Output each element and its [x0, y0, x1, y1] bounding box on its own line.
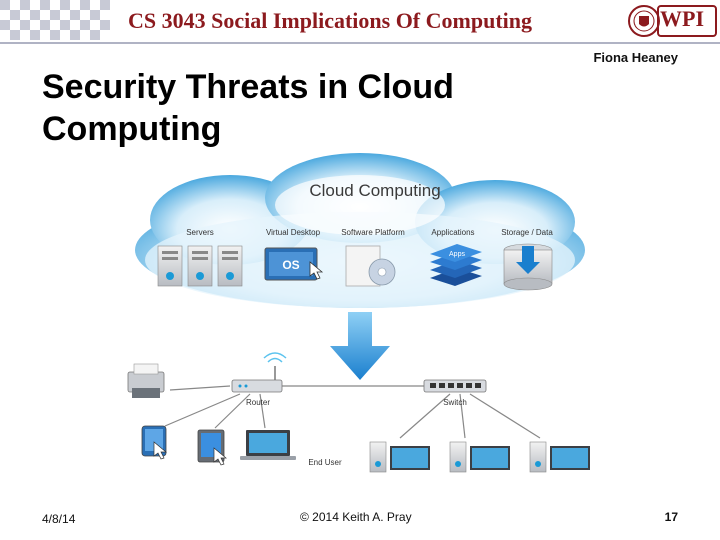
wifi-icon: [267, 357, 283, 363]
checker-square: [60, 20, 70, 30]
network-links: [164, 385, 541, 439]
virtual-desktop-icon: OS: [264, 247, 324, 281]
checker-square: [50, 10, 60, 20]
printer-icon: [127, 363, 165, 398]
header-checker-pattern: [0, 0, 112, 44]
footer-date: 4/8/14: [42, 512, 76, 526]
tablet-touch-icon: [141, 425, 167, 460]
checker-square: [40, 20, 50, 30]
apps-label: Apps: [449, 251, 465, 258]
checker-square: [60, 0, 70, 10]
storage-icon: [503, 243, 553, 291]
switch-label: Switch: [443, 398, 467, 407]
checker-square: [30, 30, 40, 40]
servers-icon: [157, 245, 243, 287]
checker-square: [0, 20, 10, 30]
laptop-icon: [240, 430, 296, 460]
router-label: Router: [246, 398, 270, 407]
service-label-software-platform: Software Platform: [341, 228, 405, 237]
switch-icon: [423, 379, 487, 393]
end-user-label: End User: [308, 458, 342, 467]
service-label-servers: Servers: [186, 228, 214, 237]
header-rule: [0, 42, 720, 44]
checker-square: [30, 10, 40, 20]
applications-stack-icon: Apps: [430, 244, 482, 286]
down-arrow-icon: [330, 312, 390, 380]
author-name: Fiona Heaney: [593, 50, 678, 65]
checker-square: [50, 30, 60, 40]
workstation-icon: [369, 441, 430, 473]
checker-square: [90, 10, 100, 20]
checker-square: [80, 0, 90, 10]
checker-square: [100, 20, 110, 30]
cloud-computing-diagram: Cloud Computing Servers Virtual Desktop …: [127, 153, 590, 473]
checker-square: [40, 0, 50, 10]
checker-square: [10, 10, 20, 20]
checker-square: [70, 30, 80, 40]
checker-square: [80, 20, 90, 30]
cloud-label: Cloud Computing: [309, 181, 440, 200]
router-icon: [231, 352, 287, 393]
service-label-applications: Applications: [431, 228, 474, 237]
page-number: 17: [664, 510, 678, 524]
wpi-logo: [628, 5, 717, 37]
hand-cursor-icon: [309, 261, 324, 280]
workstation-icon: [529, 441, 590, 473]
checker-square: [100, 0, 110, 10]
checker-square: [20, 0, 30, 10]
tablet-icon: [197, 429, 227, 466]
service-label-storage-data: Storage / Data: [501, 228, 553, 237]
os-label: OS: [282, 258, 299, 272]
checker-square: [90, 30, 100, 40]
workstation-icon: [449, 441, 510, 473]
checker-square: [70, 10, 80, 20]
course-title: CS 3043 Social Implications Of Computing: [128, 8, 532, 33]
checker-square: [20, 20, 30, 30]
checker-square: [0, 0, 10, 10]
slide-title: Security Threats in Cloud Computing: [42, 68, 454, 148]
footer-copyright: © 2014 Keith A. Pray: [300, 510, 412, 524]
logo-text: WPI: [660, 6, 704, 31]
checker-square: [10, 30, 20, 40]
service-label-virtual-desktop: Virtual Desktop: [266, 228, 321, 237]
software-platform-icon: [345, 245, 396, 287]
